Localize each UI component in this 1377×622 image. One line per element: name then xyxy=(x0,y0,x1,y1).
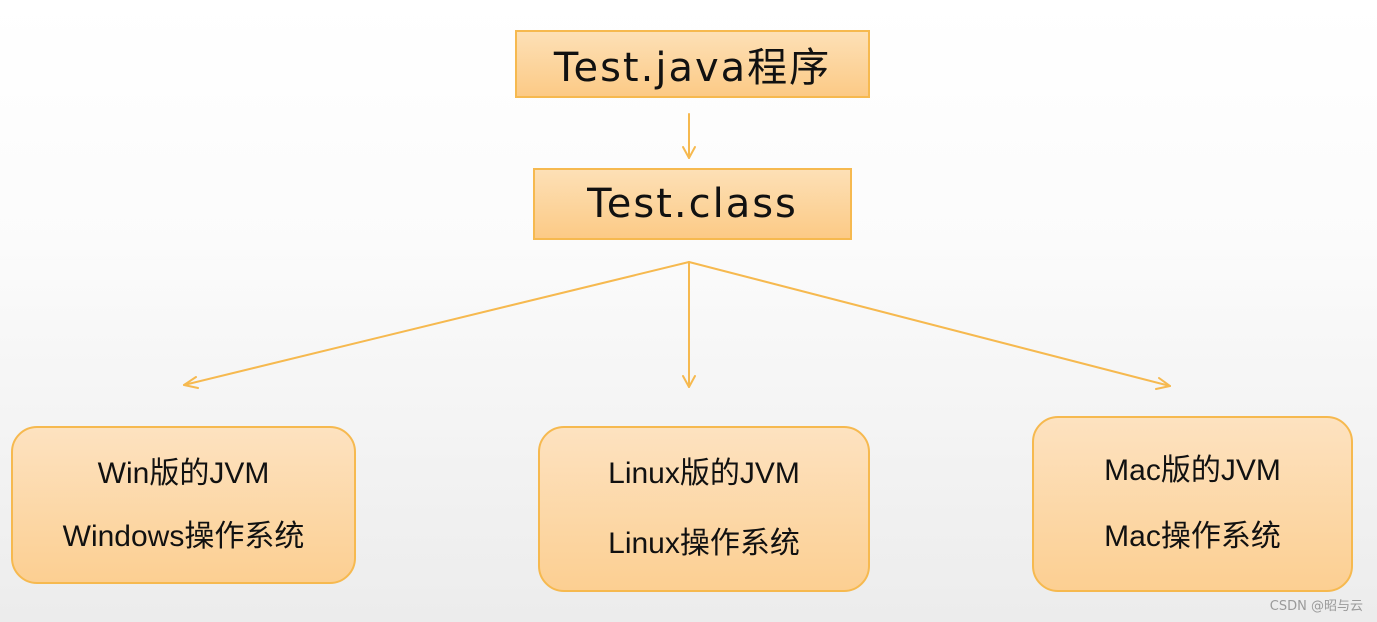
linux-jvm-box: Linux版的JVM Linux操作系统 xyxy=(538,426,870,592)
program-box-label: Test.java程序 xyxy=(553,45,832,91)
watermark: CSDN @昭与云 xyxy=(1269,599,1363,614)
arrow-class-to-mac-head xyxy=(1155,377,1171,390)
linux-jvm-label: Linux版的JVM xyxy=(608,457,800,490)
mac-jvm-box: Mac版的JVM Mac操作系统 xyxy=(1032,416,1353,592)
class-box: Test.class xyxy=(533,168,852,240)
mac-os-label: Mac操作系统 xyxy=(1104,520,1281,553)
mac-jvm-label: Mac版的JVM xyxy=(1104,454,1281,487)
arrow-program-to-class-head xyxy=(682,146,696,159)
program-box: Test.java程序 xyxy=(515,30,870,98)
windows-os-label: Windows操作系统 xyxy=(62,519,305,553)
arrow-class-to-win-head xyxy=(183,376,199,389)
arrow-class-to-linux-head xyxy=(682,375,696,388)
windows-jvm-box: Win版的JVM Windows操作系统 xyxy=(11,426,356,584)
linux-os-label: Linux操作系统 xyxy=(608,527,800,560)
arrow-class-to-win xyxy=(183,261,690,386)
windows-jvm-label: Win版的JVM xyxy=(97,456,270,490)
arrow-class-to-mac xyxy=(688,261,1171,387)
class-box-label: Test.class xyxy=(587,181,798,227)
